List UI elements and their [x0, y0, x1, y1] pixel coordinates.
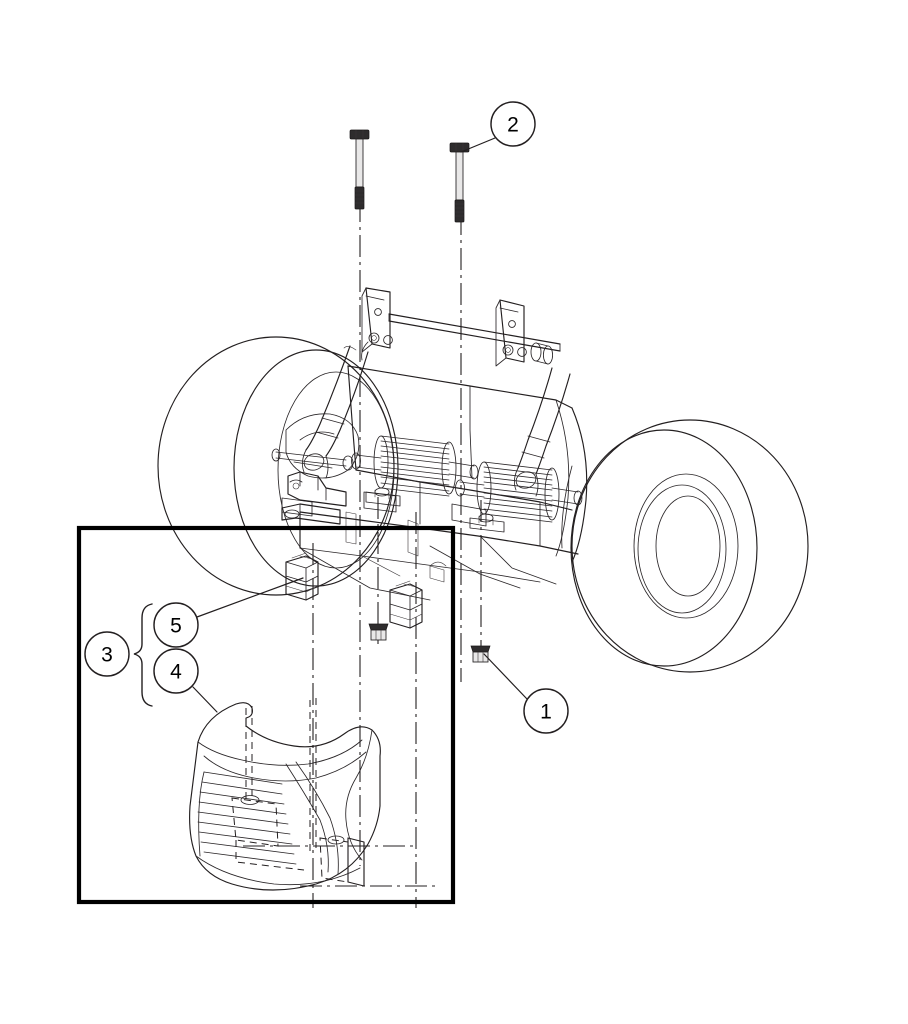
callout-2[interactable]: 2 — [490, 101, 536, 147]
centerlines-group — [243, 200, 482, 908]
callout-2-circle[interactable] — [490, 101, 536, 147]
callout-4-circle[interactable] — [153, 648, 199, 694]
spacer-block-right — [389, 580, 423, 629]
group-brace — [133, 603, 153, 707]
callout-3[interactable]: 3 — [84, 631, 130, 677]
callout-3-circle[interactable] — [84, 631, 130, 677]
hex-bolt-right — [449, 142, 470, 223]
callout-3-label: 3 — [101, 644, 113, 667]
axle-hub-left — [271, 413, 360, 525]
callout-4[interactable]: 4 — [153, 648, 199, 694]
coil-spring-right — [455, 461, 583, 533]
callout-5-circle[interactable] — [153, 602, 199, 648]
hex-bolt-left — [349, 129, 370, 210]
leader-lines-group — [192, 137, 528, 713]
callout-1-label: 1 — [540, 701, 552, 724]
wheel-left — [157, 336, 399, 596]
callout-2-label: 2 — [507, 114, 519, 137]
callout-1-circle[interactable] — [523, 688, 569, 734]
leader-callout-1 — [483, 653, 528, 700]
callout-5[interactable]: 5 — [153, 602, 199, 648]
coil-spring-left — [351, 435, 479, 507]
callout-5-label: 5 — [170, 615, 182, 638]
wheel-right — [561, 419, 809, 673]
detail-frame — [76, 525, 456, 905]
callout-1[interactable]: 1 — [523, 688, 569, 734]
bumper-fascia — [189, 702, 381, 891]
leader-callout-2 — [460, 137, 496, 153]
shock-mount-bracket-left — [361, 287, 393, 361]
leader-callout-5 — [196, 577, 304, 618]
callout-4-label: 4 — [170, 661, 182, 684]
projection-lines-group — [245, 698, 317, 852]
spacer-block-left — [285, 552, 319, 601]
shock-mount-bracket-right — [495, 299, 554, 367]
shock-absorber-left — [301, 345, 369, 479]
flange-lock-nut-right — [470, 645, 491, 663]
leader-callout-4 — [192, 686, 218, 713]
flange-lock-nut-left — [368, 623, 389, 641]
